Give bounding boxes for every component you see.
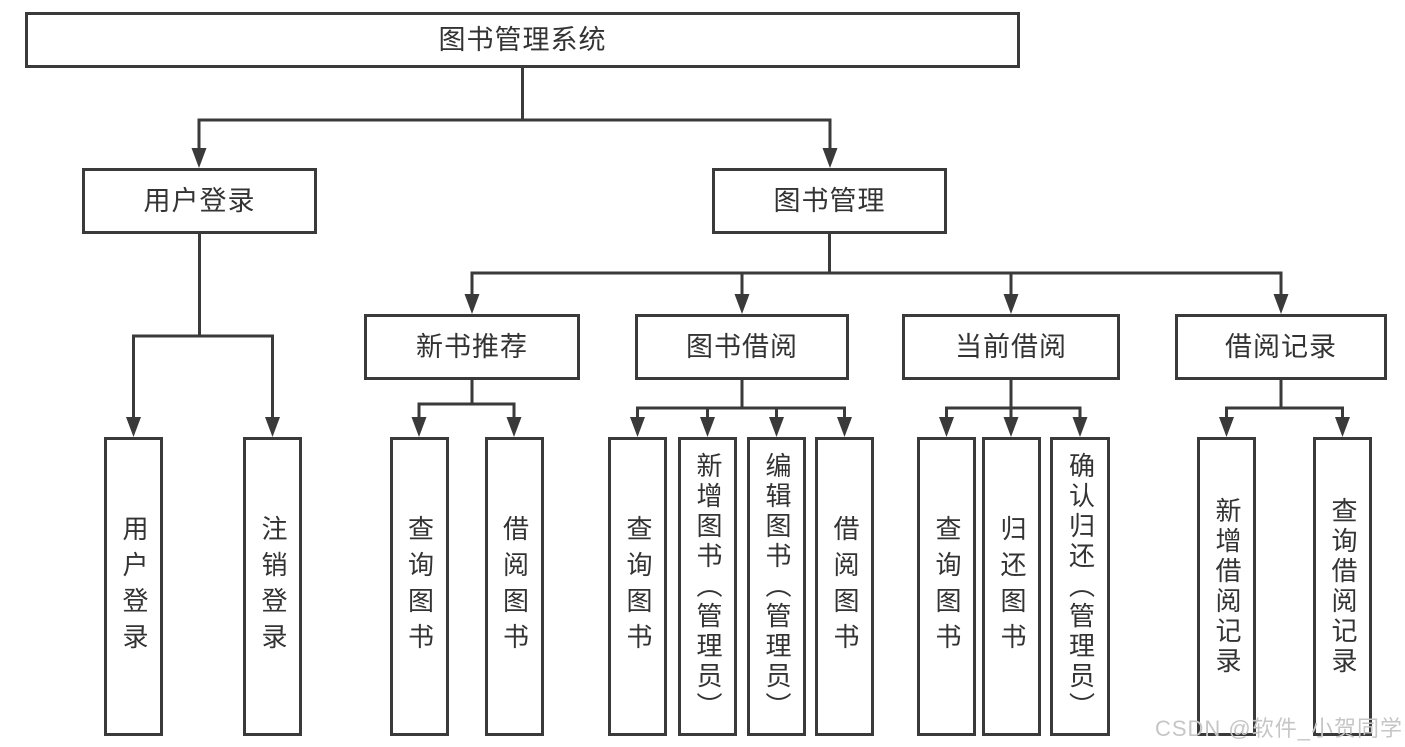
connector-records-group [1219, 378, 1350, 437]
connector-book-branch [464, 232, 1289, 314]
connector-user-branch [126, 232, 280, 437]
connector-borrow-group [630, 378, 852, 437]
node-group-book-borrow: 图书借阅 [635, 314, 849, 380]
node-user-login-branch: 用户登录 [82, 168, 317, 234]
node-book-management-branch: 图书管理 [712, 168, 947, 234]
node-leaf-borrow-book-1: 借阅图书 [484, 437, 544, 736]
node-group-new-book-recommend: 新书推荐 [364, 314, 580, 380]
connector-newbook-group [411, 378, 522, 437]
csdn-watermark: CSDN @软件_小贺同学 [1154, 716, 1403, 741]
node-leaf-add-borrow-record: 新增借阅记录 [1197, 437, 1256, 736]
node-leaf-borrow-book-2: 借阅图书 [815, 437, 874, 736]
node-leaf-edit-book-admin: 编辑图书（管理员） [747, 437, 806, 736]
node-leaf-confirm-return-admin: 确认归还（管理员） [1050, 437, 1110, 736]
connector-current-group [939, 378, 1088, 437]
node-leaf-query-book-2: 查询图书 [608, 437, 667, 736]
node-leaf-return-book: 归还图书 [982, 437, 1041, 736]
node-leaf-add-book-admin: 新增图书（管理员） [678, 437, 737, 736]
node-root-system: 图书管理系统 [25, 12, 1020, 68]
node-leaf-query-book-3: 查询图书 [917, 437, 976, 736]
node-group-borrow-records: 借阅记录 [1175, 314, 1387, 380]
connector-root-to-level1 [191, 66, 838, 168]
node-leaf-logout: 注销登录 [243, 437, 302, 736]
node-leaf-query-book-1: 查询图书 [389, 437, 449, 736]
node-leaf-query-borrow-record: 查询借阅记录 [1313, 437, 1372, 736]
node-group-current-borrow: 当前借阅 [902, 314, 1120, 380]
node-leaf-user-login: 用户登录 [104, 437, 163, 736]
